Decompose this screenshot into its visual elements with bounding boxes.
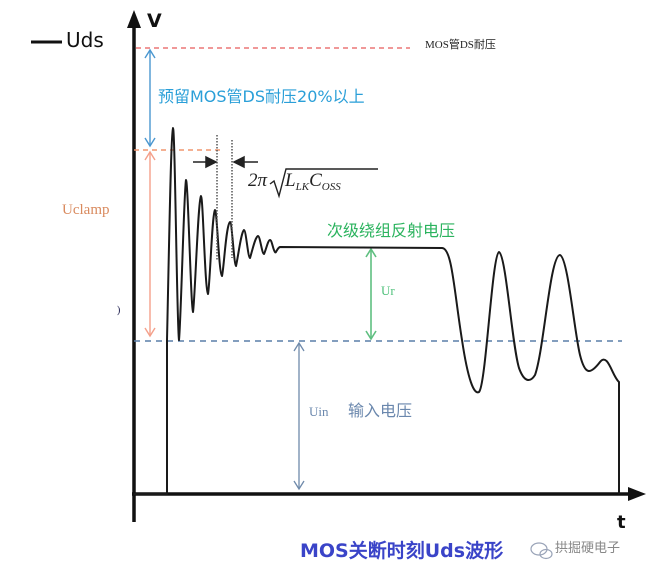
x-axis-arrowhead	[628, 487, 646, 501]
wechat-icon	[530, 542, 553, 560]
formula-c-sub: OSS	[321, 181, 341, 193]
watermark-text: 拱掘硬电子	[555, 541, 621, 556]
diagram-caption: MOS关断时刻Uds波形	[300, 540, 504, 562]
margin-arrow	[144, 48, 156, 148]
x-axis-label: t	[617, 512, 626, 533]
margin-note-label: 预留MOS管DS耐压20%以上	[158, 87, 365, 106]
formula-prefix: 2π	[248, 170, 268, 191]
reflected-voltage-label: 次级绕组反射电压	[327, 221, 456, 240]
uclamp-label: Uclamp	[62, 202, 110, 218]
uds-waveform	[134, 127, 620, 495]
stray-mark: )	[117, 305, 121, 316]
legend-label: Uds	[66, 28, 104, 52]
formula-sqrt-sign	[269, 168, 378, 199]
ur-arrow	[365, 247, 377, 341]
uin-label: Uin	[309, 404, 329, 419]
mos-rating-label: MOS管DS耐压	[425, 39, 496, 51]
uin-cn-label: 输入电压	[348, 401, 413, 420]
uclamp-arrow	[144, 150, 156, 338]
ringing-period-formula: 2π LLKCOSS	[248, 171, 341, 193]
formula-l: L	[285, 170, 296, 191]
y-axis-label: V	[147, 10, 162, 32]
ur-label: Ur	[381, 283, 395, 298]
formula-l-sub: LK	[295, 181, 310, 193]
formula-c: C	[309, 170, 322, 191]
y-axis-arrowhead	[127, 10, 141, 28]
period-arrows	[193, 155, 258, 169]
uin-arrow	[293, 341, 305, 491]
